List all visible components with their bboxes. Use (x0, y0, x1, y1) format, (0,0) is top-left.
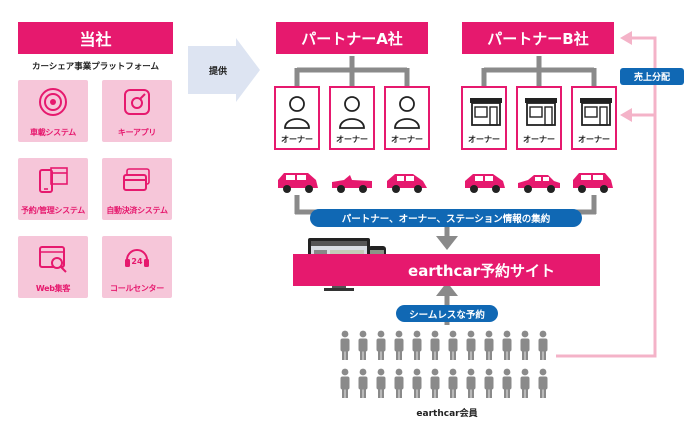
station-icon (525, 98, 557, 126)
provide-arrow (188, 38, 260, 102)
credit-card-icon (123, 168, 150, 191)
platform-subtitle: カーシェア事業プラットフォーム (31, 62, 160, 72)
owner-label: オーナー (281, 135, 313, 144)
owner-label: オーナー (391, 135, 423, 144)
tile-label: 自動決済システム (106, 206, 168, 215)
browser-search-icon (39, 246, 67, 273)
tile-call-center: 24 コールセンター (102, 236, 172, 298)
reservation-site-banner: earthcar予約サイト (293, 254, 600, 286)
members-crowd (340, 330, 548, 398)
tile-key-app: キーアプリ (102, 80, 172, 142)
tile-onboard-system: 車載システム (18, 80, 88, 142)
owner-label: オーナー (523, 135, 555, 144)
owner-card: オーナー (384, 86, 430, 150)
hatchback-icon (465, 174, 505, 193)
owner-card: オーナー (329, 86, 375, 150)
station-card: オーナー (571, 86, 617, 150)
station-card: オーナー (461, 86, 507, 150)
station-card: オーナー (516, 86, 562, 150)
compact-car-icon (387, 174, 427, 193)
sedan-icon (518, 175, 560, 193)
aggregation-badge: パートナー、オーナー、ステーション情報の集約 (310, 209, 582, 227)
svg-text:24: 24 (131, 257, 143, 266)
partner-b-header: パートナーB社 (462, 22, 614, 54)
person-icon (394, 96, 420, 129)
tile-reservation-system: 予約/管理システム (18, 158, 88, 220)
tile-label: 車載システム (30, 128, 76, 137)
owner-label: オーナー (336, 135, 368, 144)
members-label: earthcar会員 (416, 409, 478, 419)
convertible-icon (332, 175, 372, 193)
person-icon (339, 96, 365, 129)
station-icon (580, 98, 612, 126)
owner-label: オーナー (578, 135, 610, 144)
owner-card: オーナー (274, 86, 320, 150)
tile-label: 予約/管理システム (21, 206, 85, 215)
tile-label: コールセンター (110, 284, 164, 293)
headset-24-icon: 24 (125, 249, 149, 267)
key-app-icon (124, 89, 150, 115)
seamless-booking-badge: シームレスな予約 (396, 305, 498, 322)
tile-auto-payment: 自動決済システム (102, 158, 172, 220)
phone-calendar-icon (39, 167, 68, 193)
provide-label: 提供 (208, 67, 227, 77)
partner-a-header: パートナーA社 (276, 22, 428, 54)
person-icon (284, 96, 310, 129)
revenue-distribution-badge: 売上分配 (620, 68, 684, 85)
tile-web-marketing: Web集客 (18, 236, 88, 298)
wagon-icon (573, 173, 613, 193)
tile-label: キーアプリ (117, 128, 157, 137)
minivan-icon (278, 173, 318, 193)
tile-label: Web集客 (35, 284, 71, 293)
owner-label: オーナー (468, 135, 500, 144)
company-header: 当社 (18, 22, 173, 54)
device-icon (39, 88, 67, 116)
station-icon (470, 98, 502, 126)
